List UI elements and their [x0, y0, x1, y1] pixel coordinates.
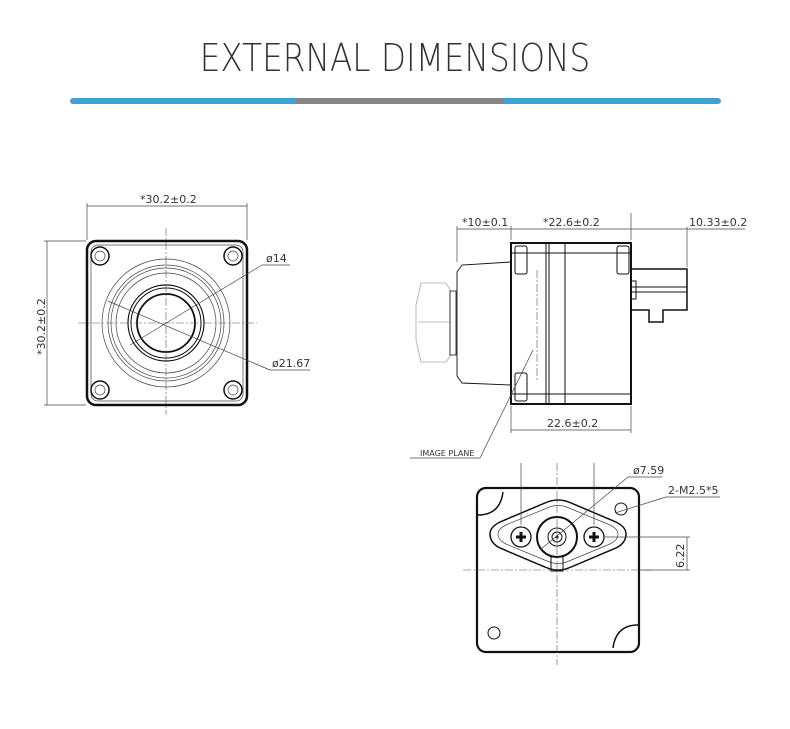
corner-screw-icon — [90, 246, 243, 400]
body-length-top-label: *22.6±0.2 — [543, 216, 600, 229]
title-divider-left — [70, 98, 296, 104]
image-plane-label: IMAGE PLANE — [420, 449, 474, 458]
page-title: EXTERNAL DIMENSIONS — [199, 36, 591, 80]
inner-diameter-label: ø14 — [266, 252, 287, 265]
title-divider-right — [504, 98, 721, 104]
front-width-label: *30.2±0.2 — [140, 193, 197, 206]
lens-length-label: *10±0.1 — [462, 216, 508, 229]
rear-view: ø7.59 2-M2.5*5 6.22 — [463, 463, 720, 665]
front-view: *30.2±0.2 *30.2±0.2 ø14 ø21.67 — [35, 193, 310, 415]
side-view: *10±0.1 *22.6±0.2 10.33±0.2 22.6±0.2 IMA… — [410, 213, 747, 459]
connector-length-label: 10.33±0.2 — [689, 216, 747, 229]
connector-diameter-label: ø7.59 — [633, 464, 664, 477]
body-length-bottom-label: 22.6±0.2 — [547, 417, 598, 430]
front-height-label: *30.2±0.2 — [35, 298, 48, 355]
title-divider-middle — [296, 98, 504, 104]
offset-label: 6.22 — [674, 544, 687, 569]
mount-holes-label: 2-M2.5*5 — [668, 484, 718, 497]
outer-diameter-label: ø21.67 — [272, 357, 310, 370]
